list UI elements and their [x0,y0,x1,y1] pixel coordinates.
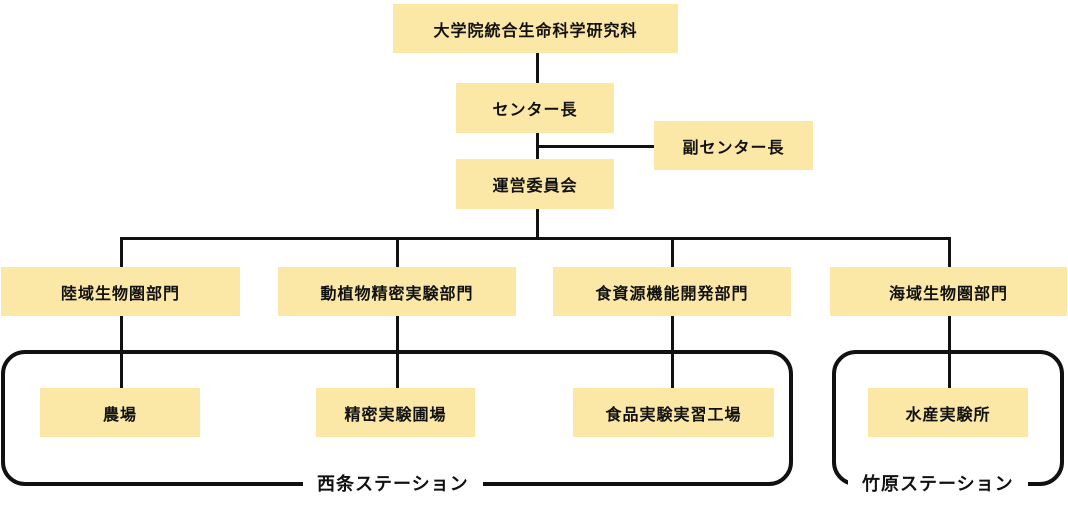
connector-top-director [536,53,539,83]
director-box: センター長 [456,83,614,133]
division-terrestrial-box: 陸域生物圏部門 [1,267,240,316]
takehara-station-label: 竹原ステーション [848,472,1028,498]
facility-fisheries-lab-box: 水産実験所 [868,388,1028,437]
graduate-school-box: 大学院統合生命科学研究科 [393,4,678,53]
connector-bus-div3 [671,237,674,267]
connector-vice-director [536,145,654,148]
facility-food-factory-box: 食品実験実習工場 [573,388,774,437]
connector-bus-div2 [396,237,399,267]
connector-division-bus [120,237,951,240]
connector-bus-div4 [948,237,951,267]
division-food-resource-box: 食資源機能開発部門 [553,267,791,316]
division-animal-plant-box: 動植物精密実験部門 [278,267,516,316]
division-marine-box: 海域生物圏部門 [830,267,1067,316]
connector-bus-div1 [120,237,123,267]
facility-experimental-field-box: 精密実験圃場 [316,388,475,437]
facility-farm-box: 農場 [40,388,200,437]
vice-director-box: 副センター長 [654,121,813,170]
saijo-station-label: 西条ステーション [303,472,483,498]
committee-box: 運営委員会 [456,159,614,209]
connector-committee-bus [536,209,539,239]
